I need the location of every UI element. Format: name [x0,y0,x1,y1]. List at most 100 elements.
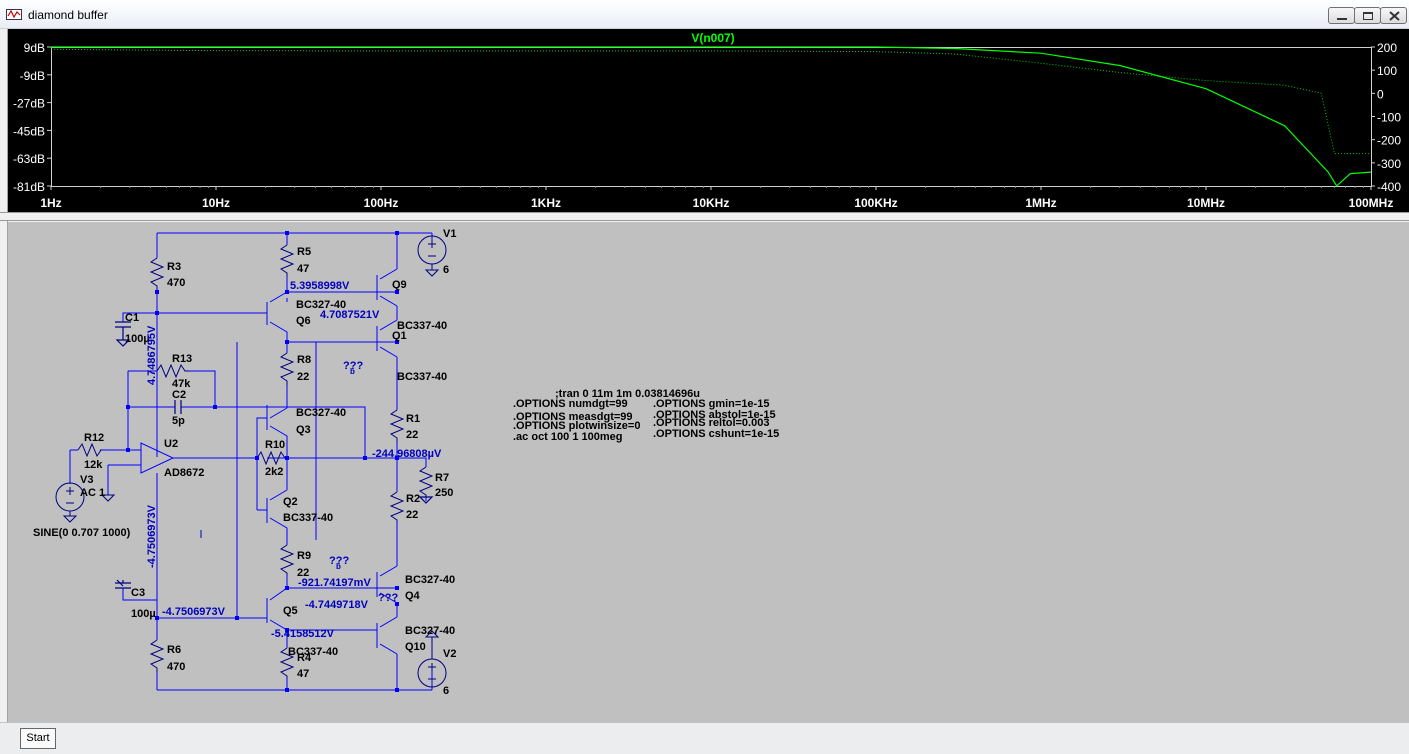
voltage-q10-base[interactable]: -4.7449718V [305,599,369,611]
label-R8: R8 [297,354,311,366]
wires [69,232,433,691]
phase-trace [50,48,1371,155]
model-Q6: BC327-40 [296,299,346,311]
label-R10: R10 [265,439,285,451]
voltage-q5-base[interactable]: -4.7506973V [162,606,226,618]
right-tick-label: -400 [1377,180,1401,194]
label-V3: V3 [80,474,93,486]
x-tick-label: 1MHz [1025,196,1056,210]
directive-left-3[interactable]: .ac oct 100 1 100meg [513,431,622,443]
left-tick-label: -9dB [20,69,45,83]
label-Q9: Q9 [392,279,407,291]
value-R6: 470 [167,661,185,673]
model-Q9: BC337-40 [397,320,447,332]
model-Q4: BC327-40 [405,574,455,586]
value-R12: 12k [84,459,103,471]
value-R9: 22 [297,567,309,579]
trace-name-label[interactable]: V(n007) [691,31,734,45]
right-tick-label: 100 [1377,64,1397,78]
start-button[interactable]: Start [20,728,56,749]
close-button[interactable] [1380,7,1407,24]
label-Q1: Q1 [392,330,407,342]
right-tick-label: 0 [1377,87,1384,101]
directive-left-0[interactable]: .OPTIONS numdgt=99 [513,398,628,410]
voltage-q4-base[interactable]: -921.74197mV [298,577,371,589]
label-R9: R9 [297,550,311,562]
voltage-output[interactable]: -244.96808µV [372,448,442,460]
label-R5: R5 [297,246,311,258]
schematic-pane[interactable]: R3 470 R5 47 R8 22 R13 47k C1 100µ C2 5p… [8,222,1409,722]
right-tick-label: -200 [1377,134,1401,148]
value-R7: 250 [435,487,453,499]
x-tick-label: 100KHz [854,196,897,210]
plot-traces [50,46,1372,187]
label-R2: R2 [406,493,420,505]
voltage-q5-emitter[interactable]: -5.4158512V [271,628,335,640]
value-V3-sine: SINE(0 0.707 1000) [33,527,131,539]
label-R3: R3 [167,261,181,273]
label-R12: R12 [84,432,104,444]
x-tick-label: 10KHz [693,196,730,210]
taskbar: Start [0,722,1409,754]
left-tick-label: 9dB [24,41,45,55]
directive-right-2[interactable]: .OPTIONS reltol=0.003 [653,417,769,429]
value-V1: 6 [443,264,449,276]
voltage-q1-base[interactable]: 4.7087521V [320,309,380,321]
right-tick-label: -300 [1377,157,1401,171]
value-R8: 22 [297,371,309,383]
label-R13: R13 [172,353,192,365]
label-Q2: Q2 [283,496,298,508]
pane-splitter[interactable] [0,212,1409,221]
spice-directives: ;tran 0 11m 1m 0.03814696u .OPTIONS numd… [513,388,779,443]
unknown-marker-c[interactable]: ??? [378,592,398,604]
model-Q5: BC337-40 [288,646,338,658]
x-tick-label: 100MHz [1349,196,1394,210]
restore-button[interactable] [1354,7,1381,24]
left-tick-label: -81dB [13,180,45,194]
model-Q2: BC337-40 [283,512,333,524]
bode-plot: V(n007) 9dB-9dB-27dB-45dB-63dB-81dB 2001… [13,31,1401,210]
x-tick-label: 1KHz [531,196,561,210]
value-R5: 47 [297,263,309,275]
voltage-sources [55,235,447,688]
ltspice-icon [6,6,22,22]
voltage-c1[interactable]: 4.7486795V [146,325,158,385]
minimize-button[interactable] [1328,7,1355,24]
value-R1: 22 [406,429,418,441]
left-axis: 9dB -9dB -27dB -45dB -63dB -81dB [13,41,51,194]
label-V1: V1 [443,228,456,240]
voltage-q6-emitter[interactable]: 5.3958998V [290,280,350,292]
directive-left-1[interactable]: .OPTIONS measdgt=99 [513,411,633,423]
value-R13: 47k [172,378,191,390]
voltage-c3[interactable]: -4.7506973V [146,504,158,568]
directive-right-0[interactable]: .OPTIONS gmin=1e-15 [653,398,769,410]
window-left-border [0,29,8,722]
unknown-marker-a-sub: b [350,367,355,376]
unknown-marker-a[interactable]: ??? [343,360,363,372]
directive-right-3[interactable]: .OPTIONS cshunt=1e-15 [653,428,779,440]
left-tick-label: -27dB [13,97,45,111]
label-C1: C1 [125,312,139,324]
value-V2: 6 [443,685,449,697]
label-Q6: Q6 [296,315,311,327]
directive-left-2[interactable]: .OPTIONS plotwinsize=0 [513,420,640,432]
label-V2: V2 [443,648,456,660]
value-C2: 5p [172,415,185,427]
schematic-canvas: R3 470 R5 47 R8 22 R13 47k C1 100µ C2 5p… [33,228,779,697]
left-tick-label: -45dB [13,124,45,138]
capacitors [115,321,434,589]
directive-tran[interactable]: ;tran 0 11m 1m 0.03814696u [555,388,700,400]
right-tick-label: -100 [1377,111,1401,125]
value-R10: 2k2 [265,466,283,478]
magnitude-trace [51,46,1372,187]
model-Q10: BC327-40 [405,625,455,637]
directive-right-1[interactable]: .OPTIONS abstol=1e-15 [653,409,776,421]
left-tick-label: -63dB [13,152,45,166]
label-Q10: Q10 [405,641,426,653]
value-C1: 100µ [125,333,150,345]
unknown-marker-b[interactable]: ??? [329,555,349,567]
x-tick-label: 10Hz [202,196,230,210]
